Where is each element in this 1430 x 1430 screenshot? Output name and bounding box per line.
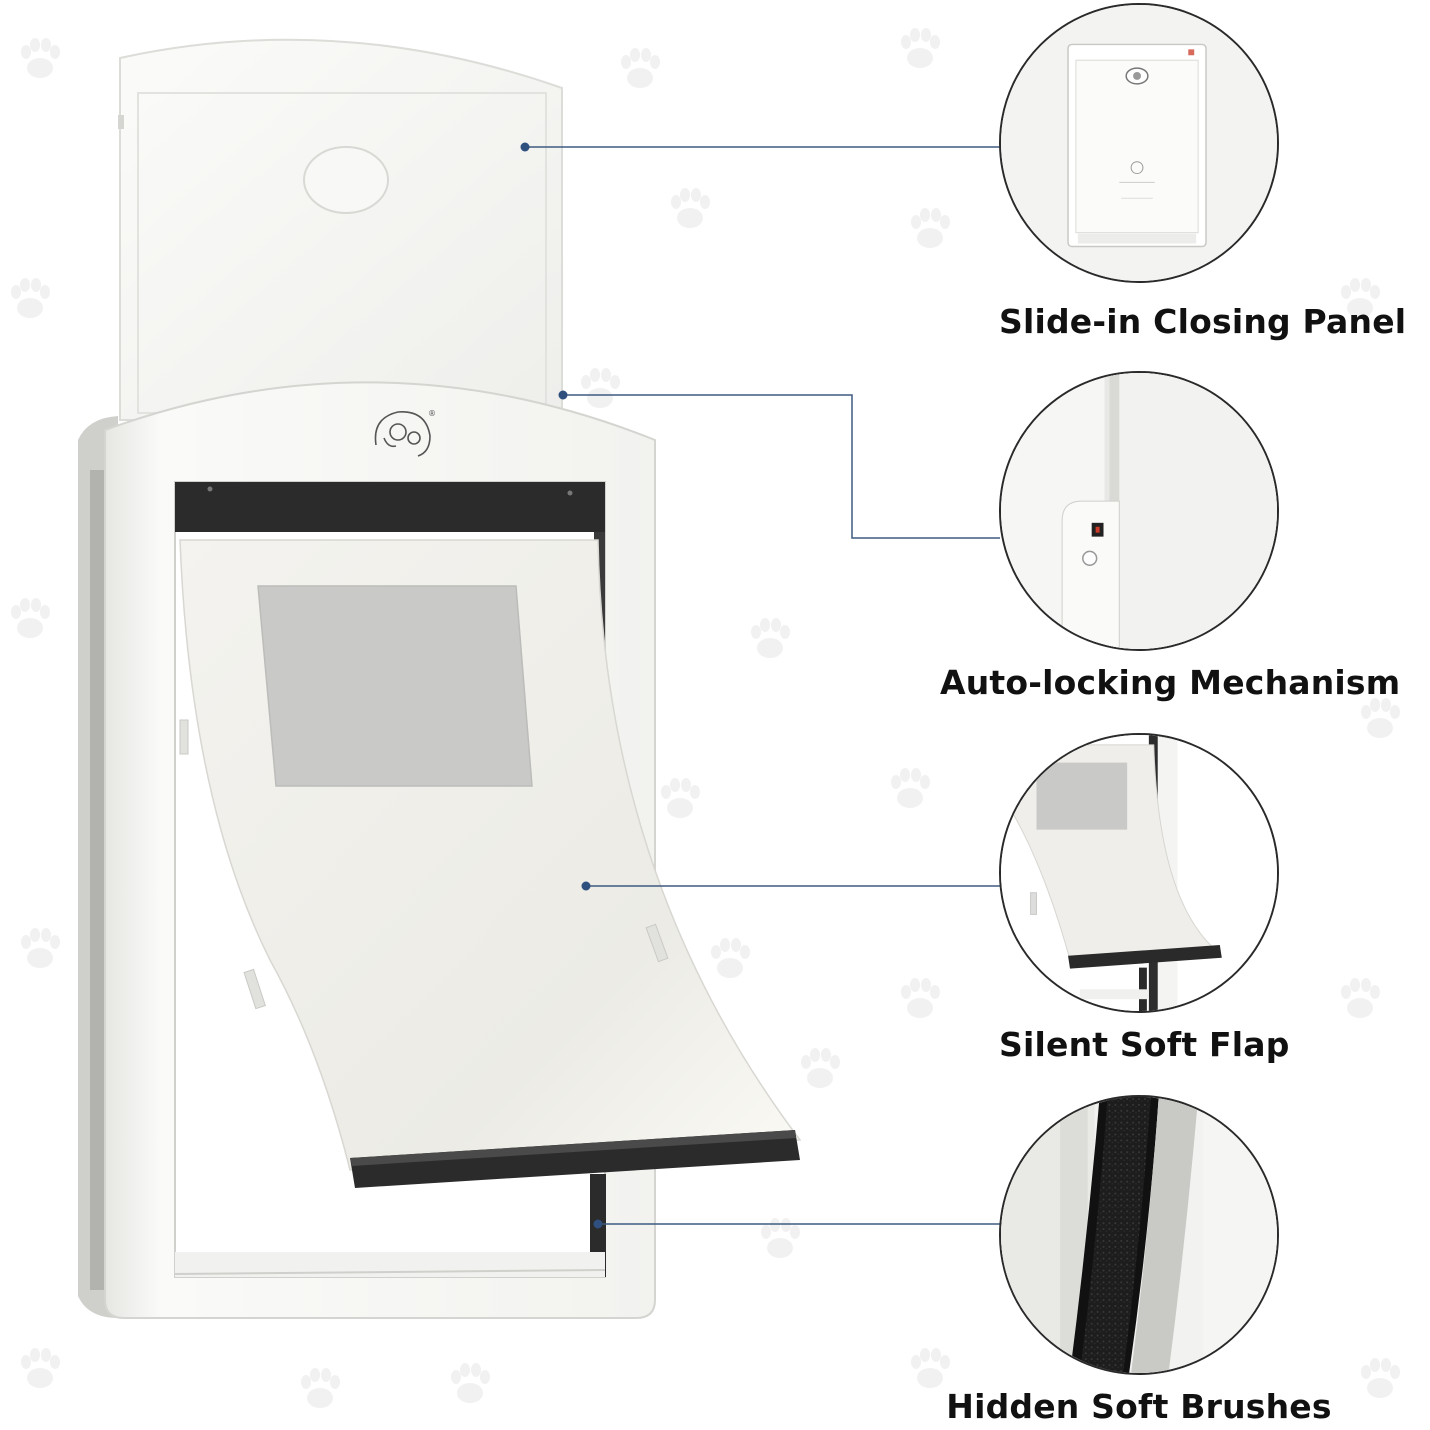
feature-label-closing-panel: Slide-in Closing Panel xyxy=(999,302,1407,341)
soft-flap xyxy=(179,539,802,1188)
feature-label-soft-brushes: Hidden Soft Brushes xyxy=(946,1387,1332,1426)
feature-label-locking: Auto-locking Mechanism xyxy=(940,663,1401,702)
hinge-bar xyxy=(175,482,605,532)
feature-label-soft-flap: Silent Soft Flap xyxy=(999,1025,1290,1064)
panel-finger-grip xyxy=(303,146,389,214)
flap-window xyxy=(257,585,533,787)
callout-locking-latch xyxy=(999,371,1279,651)
callout-closing-panel xyxy=(999,3,1279,283)
callout-soft-brushes xyxy=(999,1095,1279,1375)
leader-dot xyxy=(520,142,530,152)
leader-dot xyxy=(581,881,591,891)
slide-in-panel xyxy=(118,38,563,421)
leader-dot xyxy=(593,1219,603,1229)
svg-text:®: ® xyxy=(428,409,436,418)
leader-dot xyxy=(558,390,568,400)
pet-logo-icon xyxy=(374,411,431,457)
callout-leaders xyxy=(525,146,1000,1225)
callout-soft-flap xyxy=(999,733,1279,1013)
